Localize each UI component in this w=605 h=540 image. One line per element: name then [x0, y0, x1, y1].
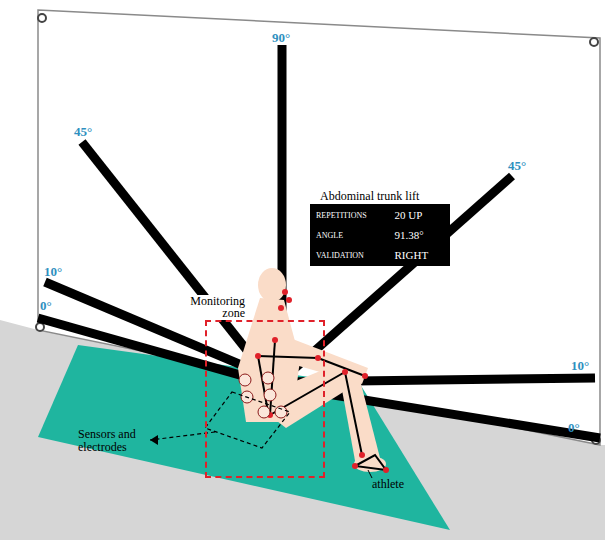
callout-label: athlete	[372, 478, 404, 491]
angle-label: 0°	[40, 298, 52, 314]
sensor-leader	[150, 392, 290, 448]
panel-grid: REPETITIONS 20 UP ANGLE 91.38° VALIDATION RIG…	[316, 209, 444, 261]
angle-label: 45°	[74, 124, 92, 140]
athlete-figure	[238, 268, 389, 473]
athlete-leader	[368, 470, 372, 478]
leader-arrowhead	[150, 435, 158, 445]
zone-heading: Monitoring zone	[181, 295, 247, 320]
panel-screen: REPETITIONS 20 UP ANGLE 91.38° VALIDATION RIG…	[310, 204, 450, 266]
callout-label: Sensors and electrodes	[78, 428, 152, 453]
table-cell: 20 UP	[395, 209, 444, 221]
table-cell: ANGLE	[316, 231, 383, 240]
table-cell: REPETITIONS	[316, 211, 383, 220]
display-panel: Abdominal trunk liftREPETITIONS 20 UP ANGL…	[310, 189, 450, 266]
angle-label: 45°	[508, 158, 526, 174]
angle-label: 90°	[272, 30, 290, 46]
table-cell: VALIDATION	[316, 251, 383, 260]
angle-label: 10°	[44, 264, 62, 280]
table-cell: 91.38°	[395, 229, 444, 241]
table-cell: RIGHT	[395, 249, 444, 261]
monitoring-zone: Monitoring zone	[205, 320, 325, 478]
angle-label: 10°	[571, 358, 589, 374]
angle-bars	[38, 45, 600, 438]
panel-heading: Abdominal trunk lift	[310, 189, 450, 204]
angle-label: 0°	[568, 420, 580, 436]
